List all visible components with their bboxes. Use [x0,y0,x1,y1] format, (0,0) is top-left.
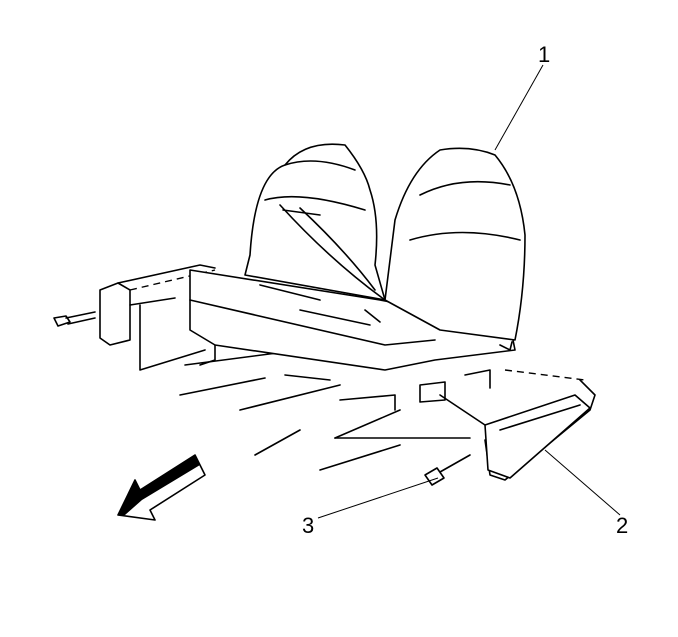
front-direction-arrow-icon [117,454,206,521]
left-bolt-icon [53,311,96,327]
bench-seat [189,143,526,411]
callout-leaders [317,64,621,519]
callout-2-label: 2 [616,513,629,538]
callout-1-label: 1 [538,42,551,67]
floor-lines [139,304,471,471]
callout-3-label: 3 [302,513,315,538]
left-seat-bracket [99,264,216,346]
right-seat-bracket [439,369,596,481]
